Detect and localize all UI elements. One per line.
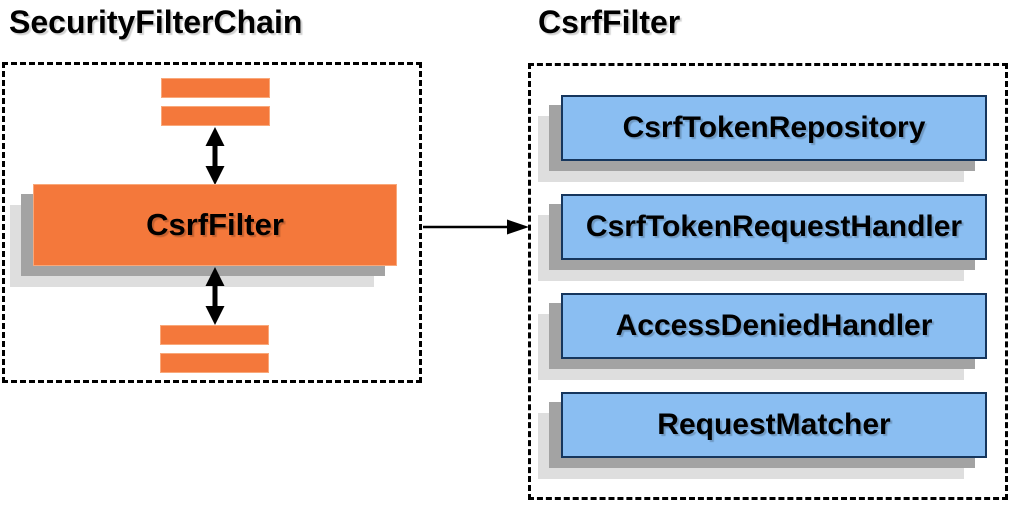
- csrf-filter-box: CsrfFilter: [33, 184, 397, 266]
- flow-arrow-icon: [423, 219, 529, 235]
- csrf-filter-components-container: [528, 63, 1008, 500]
- component-box-csrf-token-repository: CsrfTokenRepository: [561, 95, 987, 161]
- security-filter-chain-container: [2, 62, 422, 383]
- component-label: AccessDeniedHandler: [615, 309, 933, 342]
- bidirectional-arrow-icon: [205, 267, 225, 325]
- component-label: RequestMatcher: [657, 408, 891, 441]
- filter-bar: [160, 353, 269, 373]
- right-panel-title: CsrfFilter: [538, 4, 681, 40]
- filter-bar: [161, 106, 270, 126]
- component-box-access-denied-handler: AccessDeniedHandler: [561, 293, 987, 359]
- component-box-request-matcher: RequestMatcher: [561, 392, 987, 458]
- bidirectional-arrow-icon: [205, 127, 225, 185]
- csrf-filter-box-label: CsrfFilter: [146, 207, 284, 242]
- left-panel-title: SecurityFilterChain: [9, 4, 303, 40]
- filter-bar: [160, 325, 269, 345]
- filter-bar: [161, 78, 270, 98]
- component-label: CsrfTokenRequestHandler: [585, 210, 963, 243]
- component-box-csrf-token-request-handler: CsrfTokenRequestHandler: [561, 194, 987, 260]
- component-label: CsrfTokenRepository: [622, 111, 926, 144]
